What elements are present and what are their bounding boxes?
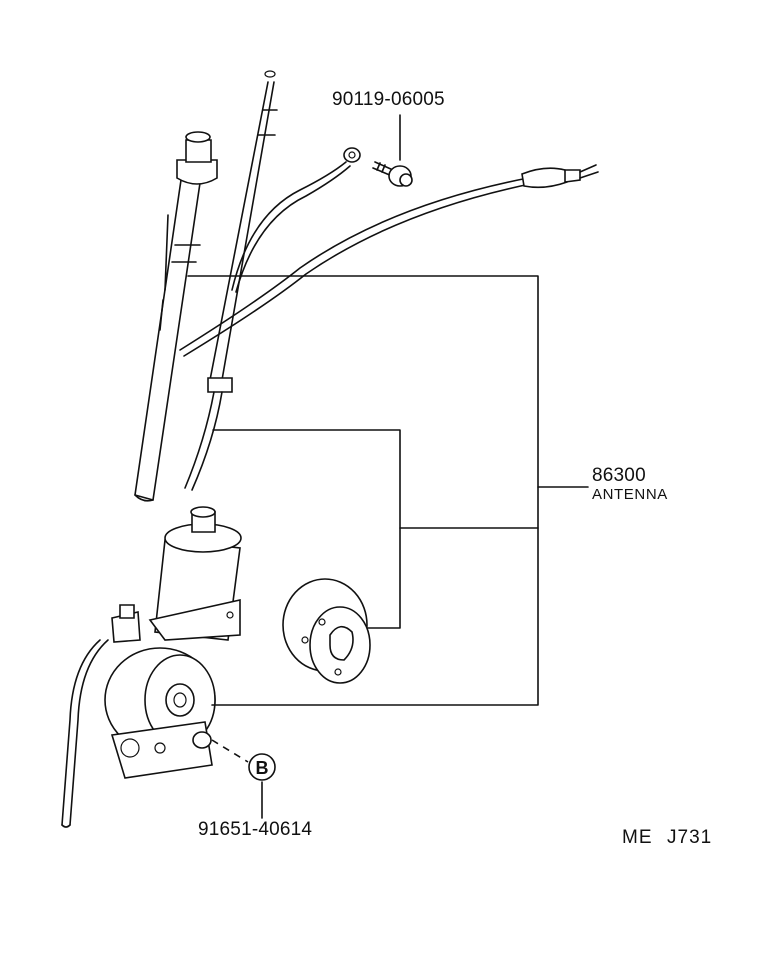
antenna-mast-tube [134,131,218,502]
antenna-part-number: 86300 [592,465,646,486]
diagram-code-id: J731 [667,827,713,848]
bolt-part-number: 90119-06005 [332,89,445,110]
antenna-part-name: ANTENNA [592,486,668,503]
callout-marker-b: B [248,753,276,781]
coaxial-lead [179,164,599,357]
ground-wire [231,147,361,293]
diagram-code-prefix: ME [622,827,653,848]
antenna-motor-assembly [61,506,242,828]
callout-lines [187,275,589,819]
antenna-whip-rod [184,70,278,491]
bolt-part [372,114,413,187]
callout-marker-label: B [256,758,269,778]
antenna-grommet [282,578,371,684]
bracket-part-number: 91651-40614 [198,819,313,840]
